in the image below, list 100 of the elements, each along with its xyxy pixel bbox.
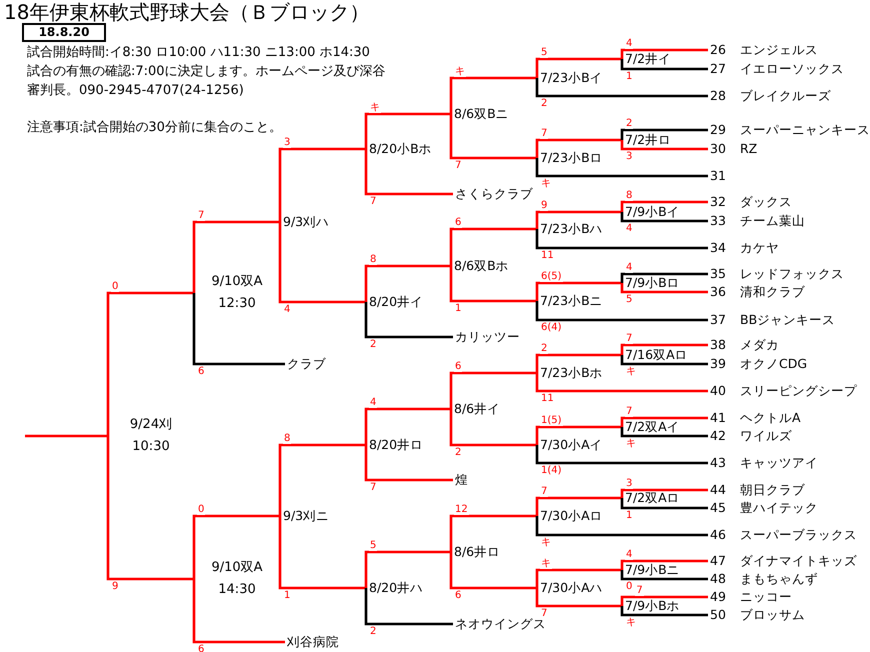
team-number: 29 bbox=[710, 121, 727, 139]
bracket-line bbox=[364, 302, 453, 338]
match-label: 8/20井イ bbox=[366, 293, 424, 311]
match-time: 14:30 bbox=[218, 581, 256, 599]
match-label: 7/2双Aロ bbox=[622, 489, 680, 507]
team-name: ブレイクルーズ bbox=[740, 87, 831, 105]
team-name: 刈谷病院 bbox=[285, 633, 339, 651]
score-label: 0 bbox=[625, 581, 634, 592]
match-label: 9/3刈ハ bbox=[280, 213, 330, 231]
team-number: 30 bbox=[710, 140, 727, 158]
score-label: キ bbox=[625, 617, 637, 628]
score-label: 1(5) bbox=[540, 414, 563, 426]
team-number: 32 bbox=[710, 193, 727, 211]
score-label: 7 bbox=[197, 210, 206, 221]
score-label: 4 bbox=[369, 396, 378, 408]
team-name: イエローソックス bbox=[740, 60, 844, 78]
team-name: ニッコー bbox=[740, 588, 792, 606]
score-label: 3 bbox=[625, 478, 634, 489]
score-label: 7 bbox=[625, 332, 634, 344]
score-label: キ bbox=[540, 178, 552, 190]
bracket-line bbox=[364, 588, 453, 626]
bracket-line bbox=[536, 354, 622, 373]
match-time: 10:30 bbox=[132, 438, 170, 456]
team-name: キャッツアイ bbox=[740, 454, 818, 472]
match-label: 7/23小Bホ bbox=[537, 364, 603, 382]
team-number: 41 bbox=[710, 409, 727, 427]
team-number: 39 bbox=[710, 355, 727, 373]
bracket-line bbox=[536, 210, 622, 229]
score-label: 5 bbox=[369, 540, 378, 551]
bracket-line bbox=[620, 212, 708, 222]
match-label: 8/6井ロ bbox=[451, 543, 500, 561]
match-label: 8/20小Bホ bbox=[366, 140, 432, 158]
team-number: 28 bbox=[710, 87, 727, 105]
score-label: キ bbox=[625, 438, 637, 450]
team-number: 36 bbox=[710, 283, 727, 301]
score-label: 12 bbox=[454, 504, 469, 515]
team-name: ダイナマイトキッズ bbox=[740, 552, 857, 570]
team-number: 42 bbox=[710, 427, 727, 445]
team-name: チーム葉山 bbox=[740, 212, 805, 230]
bracket-line bbox=[536, 301, 708, 322]
bracket-line bbox=[450, 514, 537, 552]
bracket-line bbox=[620, 59, 708, 70]
bracket-line bbox=[450, 552, 537, 590]
bracket-line bbox=[620, 140, 708, 150]
bracket-line bbox=[620, 560, 708, 570]
bracket-line bbox=[620, 606, 708, 616]
team-name: ダックス bbox=[740, 193, 792, 211]
bracket-line bbox=[278, 444, 366, 516]
bracket-line bbox=[620, 272, 708, 283]
score-label: 7 bbox=[540, 486, 548, 497]
note-text: 試合開始時間:イ8:30 ロ10:00 ハ11:30 ニ13:00 ホ14:30 bbox=[27, 44, 371, 62]
score-label: 4 bbox=[625, 38, 634, 49]
bracket-line bbox=[450, 266, 537, 302]
match-label: 7/9小Bニ bbox=[622, 561, 680, 579]
match-date: 9/24刈 bbox=[130, 416, 172, 434]
bracket-line bbox=[192, 293, 285, 366]
team-name: ブロッサム bbox=[740, 606, 805, 624]
note-text: 注意事項:試合開始の30分前に集合のこと。 bbox=[27, 119, 283, 137]
bracket-line bbox=[450, 228, 537, 266]
score-label: 2 bbox=[540, 342, 548, 354]
match-label: 7/30小Aイ bbox=[537, 436, 603, 454]
match-label: 7/2井イ bbox=[622, 50, 672, 68]
bracket-line bbox=[536, 496, 622, 516]
bracket-line bbox=[364, 149, 453, 196]
team-name: スーパーブラックス bbox=[740, 526, 857, 544]
bracket-line bbox=[620, 283, 708, 294]
bracket-line bbox=[620, 128, 708, 140]
score-label: 7 bbox=[635, 584, 644, 596]
bracket-line bbox=[620, 48, 708, 59]
bracket-line bbox=[620, 488, 708, 498]
score-label: 0 bbox=[197, 504, 206, 515]
bracket-line bbox=[192, 579, 285, 644]
score-label: 4 bbox=[625, 262, 634, 273]
score-label: 6(4) bbox=[540, 322, 563, 334]
match-label: 7/9小Bロ bbox=[622, 274, 680, 292]
match-label: 7/2双Aイ bbox=[622, 418, 680, 436]
score-label: 8 bbox=[369, 254, 378, 265]
team-number: 35 bbox=[710, 265, 727, 283]
team-name: オクノCDG bbox=[740, 355, 808, 373]
bracket-line bbox=[536, 282, 622, 301]
bracket-line bbox=[536, 158, 708, 178]
team-name: エンジェルス bbox=[740, 41, 818, 59]
title: 18年伊東杯軟式野球大会（Ｂブロック） bbox=[4, 0, 370, 24]
bracket-line bbox=[620, 570, 708, 580]
bracket-line bbox=[278, 516, 366, 590]
score-label: 9 bbox=[540, 200, 548, 211]
date-box: 18.8.20 bbox=[22, 23, 106, 42]
score-label: 6 bbox=[197, 366, 206, 378]
bracket-line bbox=[364, 408, 451, 445]
match-label: 7/23小Bハ bbox=[537, 220, 603, 238]
match-label: 7/30小Aハ bbox=[537, 579, 603, 597]
bracket-line bbox=[278, 148, 366, 222]
team-name: 朝日クラブ bbox=[740, 481, 805, 499]
score-label: キ bbox=[369, 102, 381, 113]
score-label: 8 bbox=[625, 190, 634, 201]
team-name: レッドフォックス bbox=[740, 265, 844, 283]
match-label: 7/30小Aロ bbox=[537, 507, 603, 525]
match-label: 7/23小Bニ bbox=[537, 292, 603, 310]
match-date: 9/10双A bbox=[211, 273, 263, 291]
team-name: スーパーニャンキース bbox=[740, 121, 870, 139]
